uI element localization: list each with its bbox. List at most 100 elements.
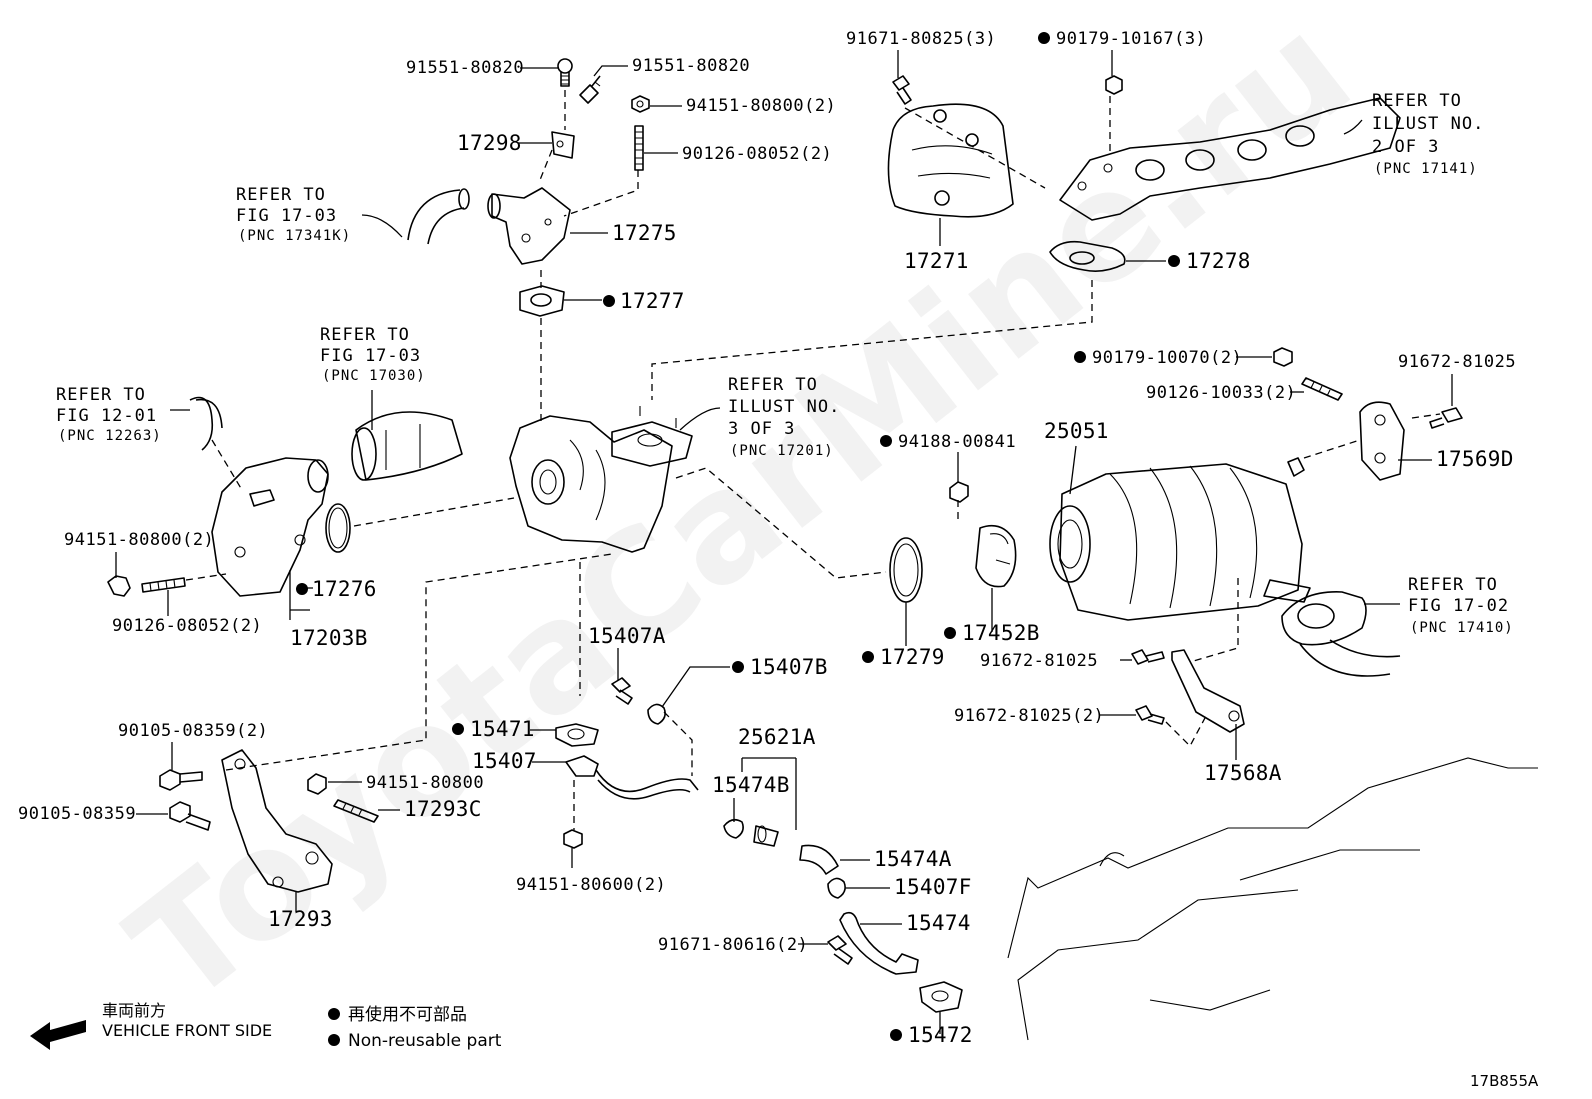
dash-17569d — [1411, 413, 1441, 419]
dash-12263 — [211, 439, 243, 491]
legend-nonreusable-en: Non-reusable part — [348, 1031, 502, 1051]
label-91551-80820-a: 91551-80820 — [406, 58, 524, 78]
heat-insulator-17271-icon — [887, 103, 1014, 218]
label-17293: 17293 — [268, 907, 333, 931]
nut-94151-c-icon — [307, 773, 327, 795]
label-90126-08052-2a: 90126-08052(2) — [682, 144, 832, 164]
dash-15407b — [663, 711, 693, 776]
svg-text:(PNC 17341K): (PNC 17341K) — [238, 228, 351, 244]
clamp-15474b-icon — [723, 818, 744, 839]
label-17293c: 17293C — [404, 797, 482, 821]
label-94151-80600-2: 94151-80600(2) — [516, 875, 666, 895]
bracket-25621a — [741, 757, 797, 830]
oil-pipe-15407-icon — [565, 755, 699, 800]
stud-90126-icon — [634, 125, 644, 171]
label-17452b: 17452B — [962, 621, 1040, 645]
label-91671-80616-2: 91671-80616(2) — [658, 935, 808, 955]
label-15474: 15474 — [906, 911, 971, 935]
label-25051: 25051 — [1044, 419, 1109, 443]
svg-text:2 OF 3: 2 OF 3 — [1372, 137, 1439, 157]
svg-text:(PNC 17410): (PNC 17410) — [1410, 620, 1514, 636]
label-91672-81025-b: 91672-81025 — [980, 651, 1098, 671]
svg-text:FIG 17-03: FIG 17-03 — [236, 206, 337, 226]
leader-illust2 — [1343, 119, 1363, 135]
label-90179-10167-3: 90179-10167(3) — [1056, 29, 1206, 49]
legend-dot-icon — [328, 1008, 340, 1020]
svg-text:ILLUST NO.: ILLUST NO. — [728, 397, 840, 417]
legend-nonreusable-jp: 再使用不可部品 — [348, 1004, 467, 1025]
label-90105-08359-2: 90105-08359(2) — [118, 721, 268, 741]
label-91671-80825-3: 91671-80825(3) — [846, 29, 996, 49]
label-15471: 15471 — [470, 717, 535, 741]
bolt-91671-80616-icon — [827, 935, 853, 965]
hose-15474a-icon — [799, 844, 839, 875]
hose-12263-icon — [189, 396, 223, 451]
label-15474b: 15474B — [712, 773, 790, 797]
dash-stud — [185, 573, 227, 581]
label-25621a: 25621A — [738, 725, 816, 749]
label-15474a: 15474A — [874, 847, 952, 871]
svg-text:(PNC 12263): (PNC 12263) — [58, 428, 162, 444]
bolt-91551-b-icon — [579, 75, 601, 104]
ref-fig-17-03-b: REFER TO FIG 17-03 (PNC 17030) — [320, 325, 425, 384]
stud-90126-10033-icon — [1301, 377, 1343, 401]
svg-text:ILLUST NO.: ILLUST NO. — [1372, 114, 1484, 134]
dash-25051-bracket — [1303, 439, 1361, 459]
gasket-15472-icon — [919, 981, 963, 1013]
turbocharger-icon — [509, 406, 693, 553]
water-inlet-17203b-icon — [211, 457, 329, 597]
gasket-17279-icon — [889, 537, 923, 603]
part-labels: 91551-80820 91551-80820 94151-80800(2) 9… — [18, 29, 1516, 1047]
svg-text:REFER TO: REFER TO — [1372, 91, 1462, 111]
air-hose-17030-icon — [351, 411, 463, 481]
label-94151-80800-2b: 94151-80800(2) — [64, 530, 214, 550]
clamp-17452b-icon — [975, 524, 1017, 588]
label-90179-10070-2: 90179-10070(2) — [1092, 348, 1242, 368]
dashes-manifold — [904, 96, 1111, 189]
label-90105-08359: 90105-08359 — [18, 804, 136, 824]
nut-90179-10070-icon — [1273, 347, 1293, 367]
legend-front-en: VEHICLE FRONT SIDE — [102, 1021, 272, 1040]
svg-text:REFER TO: REFER TO — [320, 325, 410, 345]
ref-illust-3-of-3: REFER TO ILLUST NO. 3 OF 3 (PNC 17201) — [728, 375, 840, 459]
label-17276: 17276 — [312, 577, 377, 601]
bracket-17569d-icon — [1359, 401, 1405, 481]
label-94151-80800: 94151-80800 — [366, 773, 484, 793]
gasket-17277-icon — [519, 285, 565, 317]
svg-text:(PNC 17141): (PNC 17141) — [1374, 161, 1478, 177]
svg-text:REFER TO: REFER TO — [1408, 575, 1498, 595]
label-17278: 17278 — [1186, 249, 1251, 273]
bolt-91672-b-icon — [1131, 649, 1165, 665]
label-15407a: 15407A — [588, 624, 666, 648]
svg-text:FIG 12-01: FIG 12-01 — [56, 406, 157, 426]
dash-turbo-gasket — [675, 467, 887, 579]
nut-94188-icon — [949, 481, 969, 503]
legend-dot-icon — [328, 1034, 340, 1046]
front-arrow-icon — [30, 1020, 86, 1050]
label-94188-00841: 94188-00841 — [898, 432, 1016, 452]
water-outlet-17275-icon — [487, 187, 571, 265]
svg-text:3 OF 3: 3 OF 3 — [728, 419, 795, 439]
bracket-17568a-icon — [1171, 649, 1245, 733]
svg-text:FIG 17-03: FIG 17-03 — [320, 346, 421, 366]
leader-fig1703a — [361, 214, 403, 238]
hose-25621a-icon — [753, 825, 779, 847]
gasket-17278-icon — [1049, 240, 1126, 272]
stud-17293c-icon — [333, 799, 379, 823]
figure-code: 17B855A — [1470, 1072, 1539, 1090]
stud-90126-b-icon — [141, 577, 186, 593]
clamp-15407b-icon — [647, 703, 666, 725]
bolt-91671-80825-icon — [892, 75, 912, 105]
bolt-91672-a-icon — [1429, 407, 1463, 429]
label-17279: 17279 — [880, 645, 945, 669]
label-91672-81025-a: 91672-81025 — [1398, 352, 1516, 372]
ref-fig-12-01: REFER TO FIG 12-01 (PNC 12263) — [56, 385, 162, 444]
label-15407: 15407 — [472, 749, 537, 773]
dpf-25051-icon — [1049, 457, 1311, 621]
engine-block-outline — [1007, 757, 1538, 1041]
ref-fig-17-03-a: REFER TO FIG 17-03 (PNC 17341K) — [236, 185, 351, 244]
label-15472: 15472 — [908, 1023, 973, 1047]
hose-17341k-icon — [407, 188, 470, 245]
leader-illust3 — [679, 407, 721, 431]
